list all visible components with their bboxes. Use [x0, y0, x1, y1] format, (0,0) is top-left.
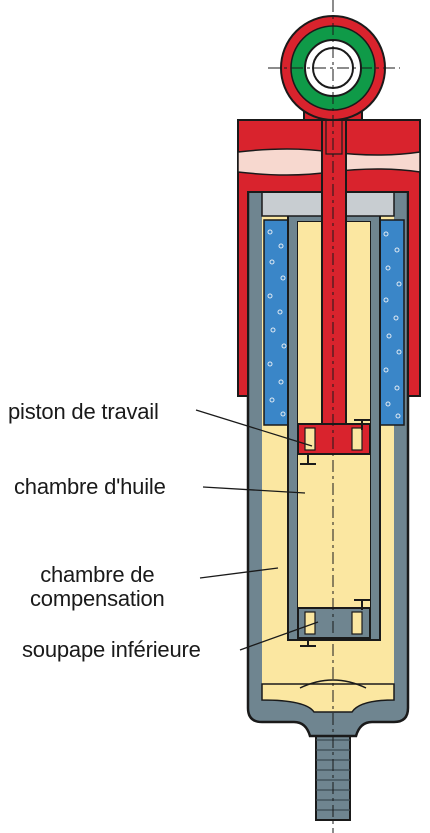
label-compensation-line2: compensation — [30, 586, 165, 611]
bottom-dome — [261, 683, 395, 713]
label-oil-chamber: chambre d'huile — [14, 474, 166, 499]
label-compensation-chamber: chambre de compensation — [30, 563, 165, 611]
lower-valve — [297, 599, 371, 647]
label-piston: piston de travail — [8, 399, 159, 424]
working-piston — [297, 419, 371, 465]
piston-rod — [321, 115, 347, 453]
label-lower-valve: soupape inférieure — [22, 637, 201, 662]
leader-lines — [195, 409, 319, 651]
label-compensation-line1: chambre de — [40, 562, 155, 587]
